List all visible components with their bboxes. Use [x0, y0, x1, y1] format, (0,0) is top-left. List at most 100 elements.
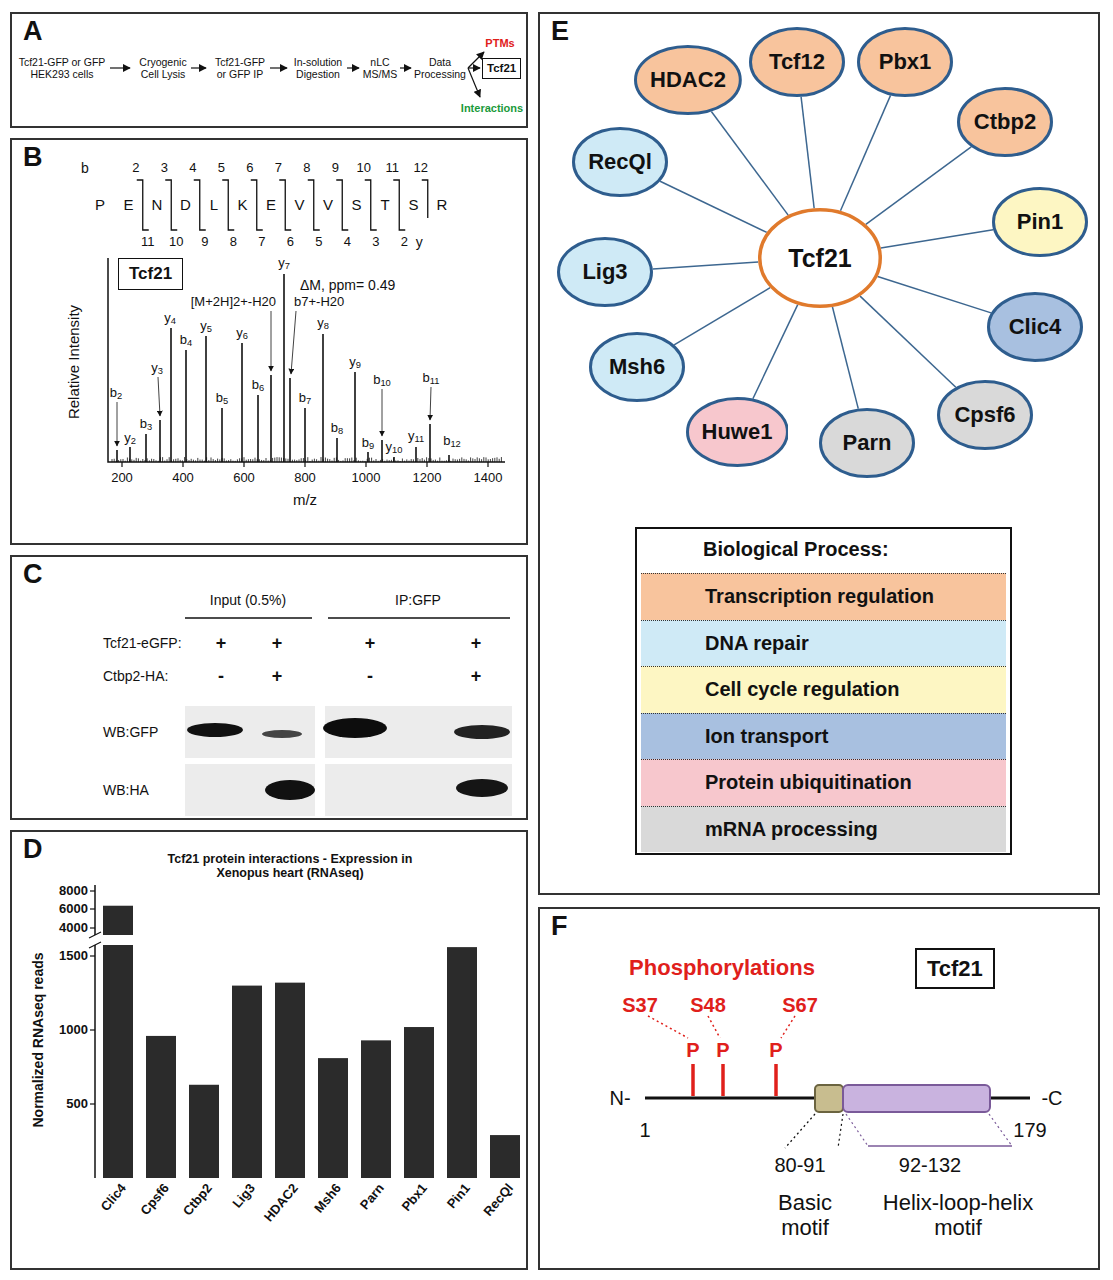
spectrum-noise: [164, 461, 165, 462]
spectrum-noise: [281, 458, 282, 462]
peak-label: b8: [331, 421, 343, 436]
sequence-residue: D: [180, 196, 191, 213]
spectrum-noise: [189, 460, 190, 462]
ellipse-shape: [989, 294, 1082, 361]
sequence-residue: S: [408, 196, 418, 213]
spectrum-noise: [112, 459, 113, 462]
subscript: 10: [380, 378, 390, 388]
category-label: Pbx1: [399, 1181, 430, 1214]
sequence-residue: E: [123, 196, 133, 213]
leader-line: [648, 1016, 688, 1038]
phospho-mark: P: [686, 1039, 699, 1062]
workflow-step: In-solution Digestion: [287, 56, 349, 80]
condition-sign: +: [471, 633, 482, 654]
legend-box: Biological Process:Transcription regulat…: [635, 527, 1012, 855]
spectrum-noise: [380, 460, 381, 462]
axis-tick: 1500: [59, 949, 88, 964]
blot-band: [323, 718, 387, 738]
spectrum-noise: [426, 457, 427, 462]
leader-line: [989, 1114, 1012, 1146]
subscript: 3: [158, 366, 163, 376]
condition-sign: -: [367, 666, 373, 687]
spectrum-noise: [475, 459, 476, 462]
spectrum-noise: [296, 460, 297, 462]
peak-label: b3: [140, 417, 152, 432]
leader-line: [846, 1114, 868, 1146]
spectrum-noise: [136, 458, 137, 462]
axis-tick-mark: [243, 462, 244, 467]
spectrum-noise: [437, 461, 438, 462]
blot-label: WB:HA: [103, 782, 149, 798]
blot-image: [185, 764, 315, 816]
group-underline: [328, 617, 510, 619]
interactor-ellipse: Ctbp2: [957, 87, 1053, 157]
sequence-residue: N: [152, 196, 163, 213]
panel-letter: D: [23, 834, 43, 865]
ion-number: 3: [161, 161, 168, 176]
condition-sign: +: [365, 633, 376, 654]
subscript: 6: [259, 383, 264, 393]
ion-number: 9: [201, 235, 208, 250]
spectrum-noise: [318, 461, 319, 462]
spectrum-noise: [332, 461, 333, 463]
panel-letter: F: [551, 911, 568, 942]
peak-label: b6: [252, 378, 264, 393]
spectrum-noise: [406, 459, 407, 462]
spectrum-noise: [492, 458, 493, 462]
spectrum-noise: [345, 458, 346, 462]
panel-letter: E: [551, 16, 569, 47]
spectrum-noise: [450, 461, 451, 462]
sequence-residue: E: [266, 196, 276, 213]
ion-number: 8: [230, 235, 237, 250]
workflow-step: Data Processing: [411, 56, 469, 80]
spectrum-noise: [230, 459, 231, 462]
subscript: 9: [369, 441, 374, 451]
axis-tick: 600: [233, 471, 255, 486]
fragment-bracket: [365, 180, 377, 230]
ion-number: 3: [372, 235, 379, 250]
spectrum-noise: [197, 458, 198, 462]
panel-frame: Tcf21F: [538, 907, 1100, 1270]
panel-frame: D: [10, 830, 528, 1270]
site-label: S67: [782, 994, 818, 1017]
site-tick: [774, 1064, 778, 1096]
spectrum-noise: [248, 459, 249, 462]
sequence-residue: P: [95, 196, 105, 213]
spectrum-noise: [138, 458, 139, 462]
legend-text: Cell cycle regulation: [641, 667, 1006, 712]
spectrum-peak: [257, 395, 259, 462]
spectrum-peak: [429, 424, 431, 462]
spectrum-noise: [365, 461, 366, 462]
leader-line: [781, 1016, 795, 1038]
spectrum-noise: [140, 461, 141, 462]
spectrum-noise: [483, 457, 484, 462]
legend-heading: Biological Process:: [637, 529, 1010, 561]
spectrum-noise: [204, 461, 205, 462]
subscript: 11: [430, 376, 440, 386]
spectrum-noise: [310, 461, 311, 462]
bar: [404, 1027, 434, 1178]
category-label: Parn: [358, 1181, 388, 1213]
axis-tick: 1400: [474, 471, 503, 486]
spectrum-noise: [455, 459, 456, 462]
spectrum-noise: [376, 459, 377, 462]
spectrum-noise: [398, 460, 399, 462]
spectrum-noise: [184, 457, 185, 462]
ellipse-shape: [591, 334, 684, 401]
spectrum-noise: [237, 459, 238, 462]
spectrum-noise: [202, 460, 203, 462]
interaction-line: [711, 112, 788, 216]
spectrum-noise: [321, 457, 322, 462]
sequence-residue: T: [380, 196, 389, 213]
protein-name: Parn: [843, 430, 892, 455]
spectrum-noise: [459, 459, 460, 462]
spectrum-noise: [213, 459, 214, 462]
interactor-ellipse: Pin1: [992, 187, 1088, 257]
spectrum-noise: [461, 457, 462, 462]
spectrum-noise: [131, 459, 132, 462]
spectrum-peak: [241, 343, 243, 462]
spectrum-peak: [170, 328, 172, 462]
subscript: 12: [450, 439, 460, 449]
spectrum-noise: [325, 458, 326, 462]
spectrum-noise: [233, 461, 234, 462]
